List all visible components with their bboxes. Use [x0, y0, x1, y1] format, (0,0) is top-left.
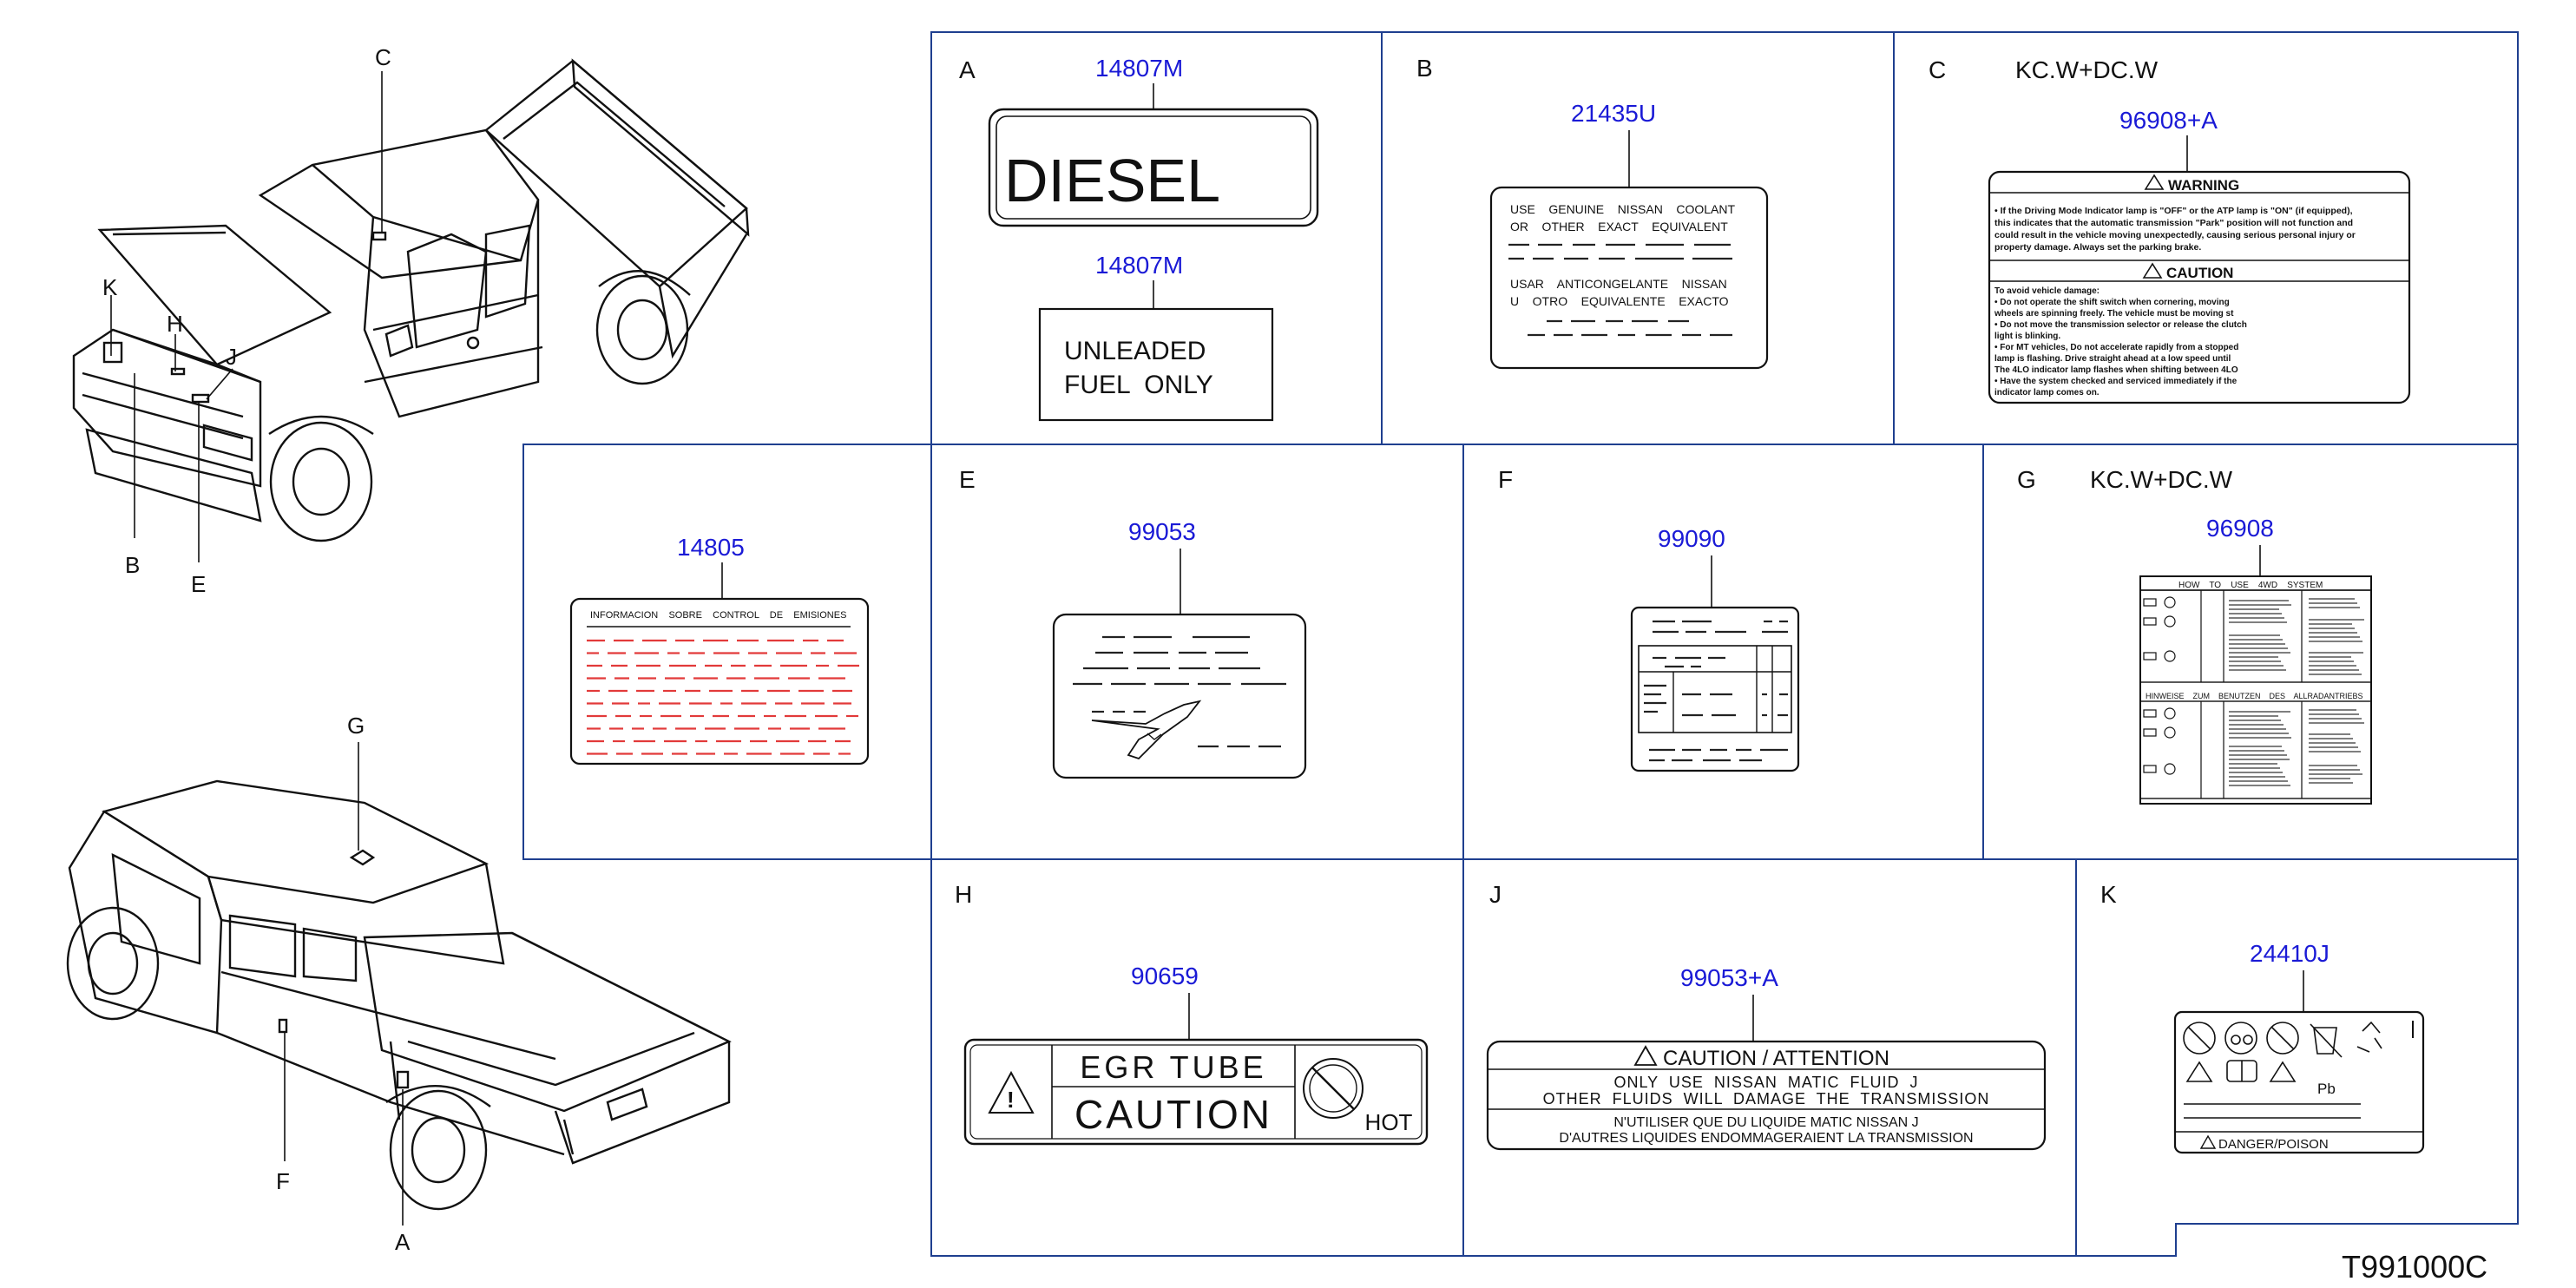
danger-triangle-icon — [2199, 1134, 2217, 1149]
caution-line: To avoid vehicle damage: — [1994, 286, 2100, 296]
callout-j: J — [226, 344, 237, 370]
callout-h: H — [167, 311, 183, 337]
coolant-en-line1: USE GENUINE NISSAN COOLANT — [1510, 202, 1735, 216]
exclamation-icon: ! — [1007, 1087, 1015, 1113]
panel-k: K 24410J Pb DANGER/POISON — [2100, 881, 2425, 1154]
panel-emission: 14805 INFORMACION SOBRE CONTROL DE EMISI… — [569, 534, 870, 766]
no-children-icon — [2266, 1022, 2299, 1055]
j-line4: D'AUTRES LIQUIDES ENDOMMAGERAIENT LA TRA… — [1559, 1131, 1973, 1146]
panel-g-letter: G — [2017, 466, 2036, 493]
warning-line: • If the Driving Mode Indicator lamp is … — [1994, 206, 2353, 216]
callout-lines-rear — [284, 742, 404, 1226]
panel-g-part: 96908 — [2206, 515, 2274, 542]
callout-g: G — [347, 713, 365, 739]
panel-f: F 99090 — [1498, 466, 1800, 772]
label-diesel: DIESEL — [1004, 147, 1220, 214]
caution-line: • Do not operate the shift switch when c… — [1994, 298, 2230, 307]
g-table2-header: HINWEISE ZUM BENUTZEN DES ALLRADANTRIEBS — [2146, 692, 2363, 700]
panel-b-part: 21435U — [1571, 100, 1656, 127]
no-trash-bin-icon — [2313, 1027, 2337, 1055]
callout-k: K — [102, 274, 118, 300]
panel-c: C KC.W+DC.W 96908+A WARNING • If the Dri… — [1929, 56, 2411, 404]
danger-poison-text: DANGER/POISON — [2218, 1137, 2329, 1152]
panel-h: H 90659 ! EGR TUBE CAUTION HOT — [955, 881, 1429, 1146]
caution-title: CAUTION — [2166, 265, 2233, 281]
panel-j-part: 99053+A — [1680, 964, 1778, 991]
j-line1: ONLY USE NISSAN MATIC FLUID J — [1613, 1074, 1918, 1091]
caution-line: • Do not move the transmission selector … — [1994, 320, 2247, 330]
label-unleaded-line2: FUEL ONLY — [1064, 371, 1213, 399]
panel-a-letter: A — [959, 56, 976, 83]
panel-g-note: KC.W+DC.W — [2090, 466, 2233, 493]
callout-lines-front — [110, 71, 383, 562]
emission-header: INFORMACION SOBRE CONTROL DE EMISIONES — [590, 610, 846, 621]
lead-pb-text: Pb — [2317, 1081, 2336, 1097]
panel-h-letter: H — [955, 881, 972, 908]
panel-f-part: 99090 — [1658, 525, 1725, 552]
caution-line: The 4LO indicator lamp flashes when shif… — [1994, 365, 2238, 375]
panel-g: G KC.W+DC.W 96908 HOW TO USE 4WD SYSTEM … — [2017, 466, 2372, 805]
panel-b: B 21435U USE GENUINE NISSAN COOLANT OR O… — [1416, 55, 1769, 370]
caution-line: light is blinking. — [1994, 332, 2060, 341]
callout-f: F — [276, 1168, 290, 1194]
label-unleaded-line1: UNLEADED — [1064, 337, 1206, 365]
egr-tube-text: EGR TUBE — [1080, 1049, 1266, 1085]
callout-a: A — [395, 1229, 411, 1255]
panel-h-part: 90659 — [1131, 963, 1199, 989]
truck-rear-view — [66, 779, 732, 1211]
panel-k-letter: K — [2100, 881, 2117, 908]
panel-a-part-top: 14807M — [1095, 55, 1183, 82]
caution-line: lamp is flashing. Drive straight ahead a… — [1994, 354, 2231, 364]
panel-b-letter: B — [1416, 55, 1433, 82]
caution-line: • For MT vehicles, Do not accelerate rap… — [1994, 343, 2238, 352]
acid-warning-icon — [2269, 1061, 2297, 1082]
panel-emission-part: 14805 — [677, 534, 745, 561]
hot-text: HOT — [1365, 1109, 1413, 1135]
diagram-code: T991000C — [2342, 1249, 2487, 1285]
hot-surface-icon — [1303, 1058, 1364, 1119]
panel-c-letter: C — [1929, 56, 1946, 83]
panel-e-letter: E — [959, 466, 976, 493]
emission-text-lines — [587, 639, 859, 755]
panel-j: J 99053+A CAUTION / ATTENTION ONLY USE N… — [1486, 881, 2047, 1151]
g-table1-header: HOW TO USE 4WD SYSTEM — [2178, 581, 2323, 590]
callout-e: E — [191, 571, 206, 597]
warning-line: could result in the vehicle moving unexp… — [1994, 230, 2356, 240]
panel-k-part: 24410J — [2250, 940, 2330, 967]
coolant-es-line2: U OTRO EQUIVALENTE EXACTO — [1510, 294, 1729, 308]
caution-line: • Have the system checked and serviced i… — [1994, 377, 2238, 386]
caution-line: indicator lamp comes on. — [1994, 388, 2100, 398]
panel-e: E 99053 — [959, 466, 1307, 779]
panel-c-note: KC.W+DC.W — [2015, 56, 2159, 83]
explosion-warning-icon — [2185, 1061, 2213, 1082]
coolant-en-line2: OR OTHER EXACT EQUIVALENT — [1510, 220, 1728, 233]
recycle-icon — [2356, 1021, 2382, 1053]
panel-c-part: 96908+A — [2119, 107, 2218, 134]
g-table-text-lines — [2229, 598, 2364, 786]
caution-triangle-icon — [1633, 1045, 1658, 1066]
panel-e-part: 99053 — [1128, 518, 1196, 545]
callout-c: C — [375, 44, 391, 70]
no-smoking-icon — [2183, 1022, 2216, 1055]
callout-b: B — [125, 552, 140, 578]
egr-caution-text: CAUTION — [1074, 1092, 1272, 1137]
j-line2: OTHER FLUIDS WILL DAMAGE THE TRANSMISSIO… — [1543, 1090, 1990, 1107]
panel-a-part-bottom: 14807M — [1095, 252, 1183, 279]
caution-line: wheels are spinning freely. The vehicle … — [1994, 309, 2234, 319]
eye-protection-icon — [2224, 1022, 2257, 1055]
warning-line: property damage. Always set the parking … — [1994, 242, 2201, 253]
warning-line: this indicates that the automatic transm… — [1994, 218, 2353, 228]
panel-a: A 14807M DIESEL 14807M UNLEADED FUEL ONL… — [959, 55, 1319, 422]
coolant-es-line1: USAR ANTICONGELANTE NISSAN — [1510, 277, 1727, 291]
truck-front-view — [72, 58, 750, 542]
panel-grid — [522, 31, 2519, 1257]
panel-f-letter: F — [1498, 466, 1513, 493]
warning-title: WARNING — [2168, 177, 2239, 194]
panel-j-letter: J — [1489, 881, 1502, 908]
j-line3: N'UTILISER QUE DU LIQUIDE MATIC NISSAN J — [1613, 1115, 1918, 1130]
j-title: CAUTION / ATTENTION — [1663, 1047, 1889, 1070]
